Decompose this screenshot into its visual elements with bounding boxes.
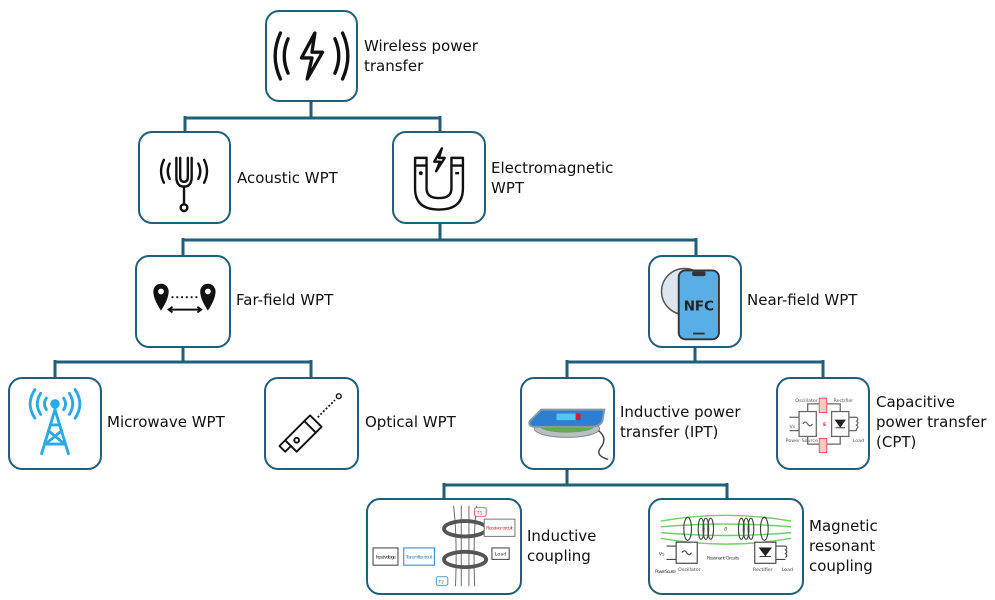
ic-load-text: Load xyxy=(495,552,506,558)
location-pins-distance-icon xyxy=(153,283,216,314)
ic-transmitter-text: Transmitter circuit xyxy=(405,554,433,560)
cpt-source-text: Power Source xyxy=(786,438,818,444)
label-near-field-wpt: Near-field WPT xyxy=(747,291,858,309)
mr-vs-text: Vs xyxy=(659,552,665,558)
ic-t1-text: T1 xyxy=(476,510,483,516)
cpt-e-text: E xyxy=(823,422,826,428)
wireless-charging-pad-icon xyxy=(528,408,609,461)
label-magnetic-resonant-coupling: Magnetic resonant coupling xyxy=(809,517,878,575)
edge-nearfield-children xyxy=(565,347,825,377)
label-optical-wpt: Optical WPT xyxy=(365,413,456,431)
label-far-field-wpt: Far-field WPT xyxy=(236,291,334,309)
nfc-phone-icon: NFC xyxy=(660,267,720,341)
node-far-field-wpt[interactable] xyxy=(135,255,231,348)
edge-electromagnetic-children xyxy=(181,222,698,256)
label-electromagnetic-wpt: Electromagnetic WPT xyxy=(491,159,614,197)
cpt-rectifier-text: Rectifier xyxy=(834,398,854,404)
resonant-coupling-circuit-icon: Vs Power Source Oscillator Resonant Circ… xyxy=(655,514,793,575)
node-electromagnetic-wpt[interactable] xyxy=(392,131,486,224)
label-capacitive-power-transfer: Capacitive power transfer (CPT) xyxy=(876,393,987,451)
ic-input-text: Input voltage xyxy=(376,554,396,560)
ic-t2-text: T2 xyxy=(437,579,444,585)
cpt-load-text: Load xyxy=(853,438,864,444)
node-inductive-power-transfer[interactable] xyxy=(520,377,615,470)
node-inductive-coupling[interactable]: Input voltage Transmitter circuit Receiv… xyxy=(366,498,522,595)
node-acoustic-wpt[interactable] xyxy=(138,131,231,224)
mr-resonant-text: Resonant Circuits xyxy=(707,555,740,561)
label-acoustic-wpt: Acoustic WPT xyxy=(237,169,338,187)
label-wireless-power-transfer: Wireless power transfer xyxy=(364,37,478,75)
mr-oscillator-text: Oscillator xyxy=(678,567,701,573)
node-wireless-power-transfer[interactable] xyxy=(265,10,358,102)
inductive-coupling-circuit-icon: Input voltage Transmitter circuit Receiv… xyxy=(372,505,516,587)
edge-wpt-children xyxy=(183,101,442,133)
node-near-field-wpt[interactable]: NFC xyxy=(648,255,742,348)
tuning-fork-icon xyxy=(159,156,209,213)
label-inductive-power-transfer: Inductive power transfer (IPT) xyxy=(620,403,741,441)
nfc-icon-text: NFC xyxy=(684,300,714,315)
label-inductive-coupling: Inductive coupling xyxy=(527,527,597,565)
mr-b-text: B xyxy=(724,527,727,533)
edge-ipt-children xyxy=(442,469,729,499)
cpt-oscillator-text: Oscillator xyxy=(795,398,818,404)
node-capacitive-power-transfer[interactable]: Oscillator Rectifier Vs Power Source Loa… xyxy=(776,377,870,470)
mr-load-text: Load xyxy=(782,567,793,573)
wireless-power-icon xyxy=(273,31,350,81)
mr-source-text: Power Source xyxy=(655,569,676,575)
cpt-vs-text: Vs xyxy=(790,424,796,430)
antenna-tower-icon xyxy=(28,388,82,456)
mr-rectifier-text: Rectifier xyxy=(753,567,773,573)
node-optical-wpt[interactable] xyxy=(264,377,359,470)
label-microwave-wpt: Microwave WPT xyxy=(107,413,225,431)
node-magnetic-resonant-coupling[interactable]: Vs Power Source Oscillator Resonant Circ… xyxy=(648,498,804,595)
laser-pointer-icon xyxy=(278,393,342,453)
node-microwave-wpt[interactable] xyxy=(8,377,102,470)
capacitive-circuit-icon: Oscillator Rectifier Vs Power Source Loa… xyxy=(786,397,864,454)
edge-farfield-children xyxy=(53,347,313,377)
magnet-icon xyxy=(413,147,465,211)
ic-receiver-text: Receiver circuit xyxy=(486,526,513,532)
